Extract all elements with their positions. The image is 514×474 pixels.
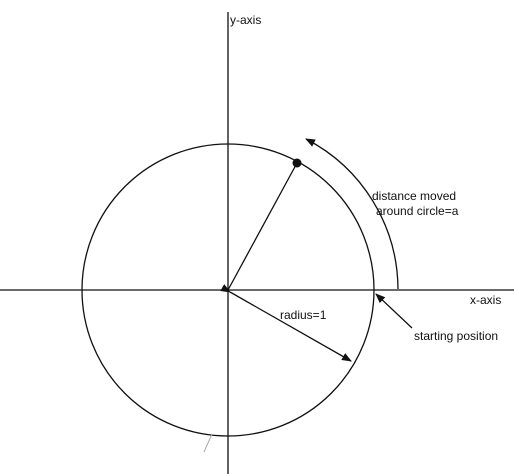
x-axis-label: x-axis — [470, 293, 501, 307]
y-axis-label: y-axis — [230, 13, 261, 27]
arc-label-line2: around circle=a — [376, 204, 459, 218]
distance-arc-arrow — [305, 138, 399, 290]
scan-mark — [203, 433, 213, 453]
starting-position-arrow — [375, 293, 413, 329]
unit-circle — [81, 143, 375, 437]
arc-label-line1: distance moved — [372, 189, 456, 203]
radius-label: radius=1 — [280, 308, 327, 322]
moved-radius-line — [227, 162, 298, 291]
moved-point-dot — [292, 158, 302, 168]
starting-position-label: starting position — [414, 329, 498, 343]
radius-arrow — [220, 284, 352, 362]
